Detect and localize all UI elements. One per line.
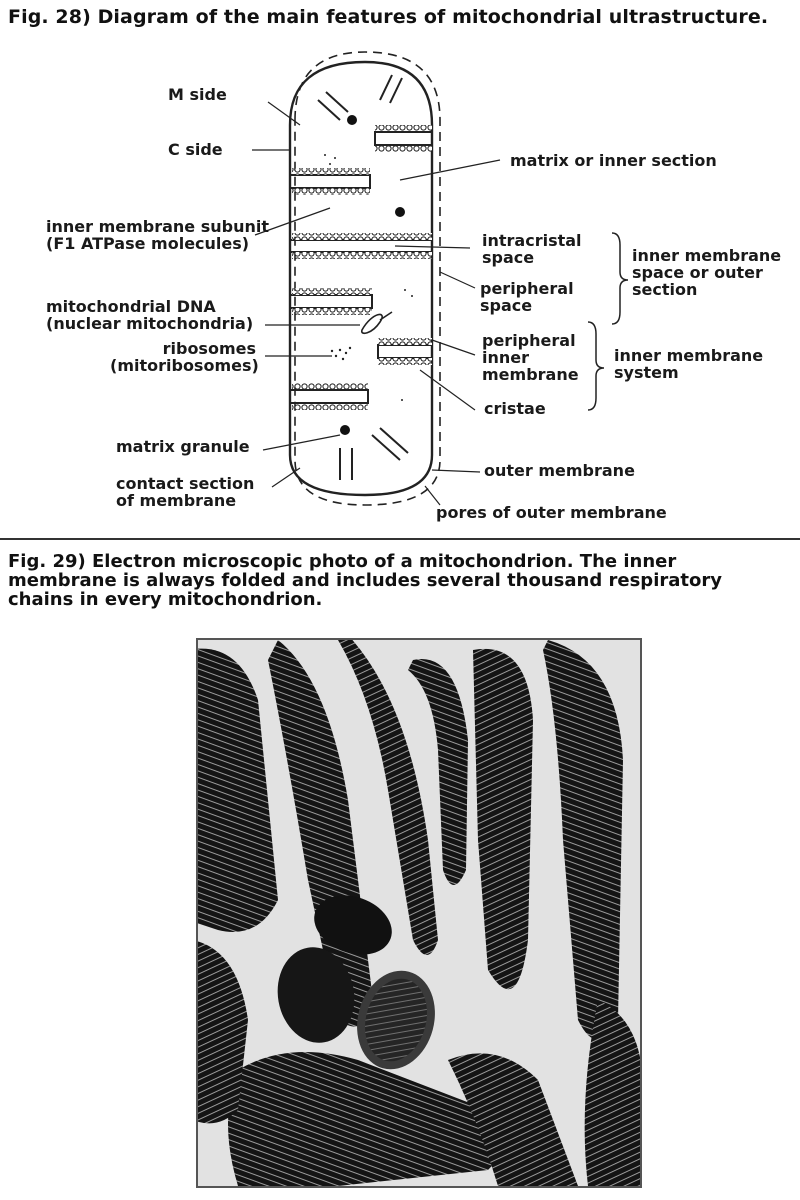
section-divider [0,538,800,540]
outer-membrane-shape [294,51,441,506]
label-outer-membrane: outer membrane [484,461,635,480]
matrix-granule-dot [340,425,350,435]
leader-lines [252,101,501,506]
label-cristae: cristae [484,399,546,418]
label-mitochondrial-dna: mitochondrial DNA (nuclear mitochondria) [46,297,254,333]
fig29-caption: Fig. 29) Electron microscopic photo of a… [8,551,722,610]
brace-membrane-system [587,321,605,411]
fig28-caption: Fig. 28) Diagram of the main features of… [8,6,769,28]
label-outer-section: inner membrane space or outer section [632,246,782,299]
label-peripheral-space: peripheral space [480,279,574,315]
brace-outer-section [611,232,629,325]
label-m-side: M side [168,85,227,104]
label-peripheral-inner-membrane: peripheral inner membrane [482,331,579,384]
label-matrix: matrix or inner section [510,151,717,170]
mitochondrion-schematic [252,51,629,506]
label-ribosomes: ribosomes (mitoribosomes) [110,339,259,375]
label-c-side: C side [168,140,223,159]
dna-loop [361,311,393,335]
matrix-granule-dot [395,207,405,217]
matrix-granule-dot [347,115,357,125]
label-inner-membrane-system: inner membrane system [614,346,764,382]
label-contact-section: contact section of membrane [116,474,255,510]
label-pores: pores of outer membrane [436,503,667,522]
label-matrix-granule: matrix granule [116,437,250,456]
label-intracristal-space: intracristal space [482,231,582,267]
electron-micrograph [196,638,642,1188]
ribosome-dots [324,154,413,401]
label-inner-membrane-subunit: inner membrane subunit (F1 ATPase molecu… [46,217,270,253]
mitochondrion-diagram: M side C side matrix or inner section in… [0,40,800,530]
cristae-group [290,74,432,480]
micrograph-shapes [198,640,640,1186]
